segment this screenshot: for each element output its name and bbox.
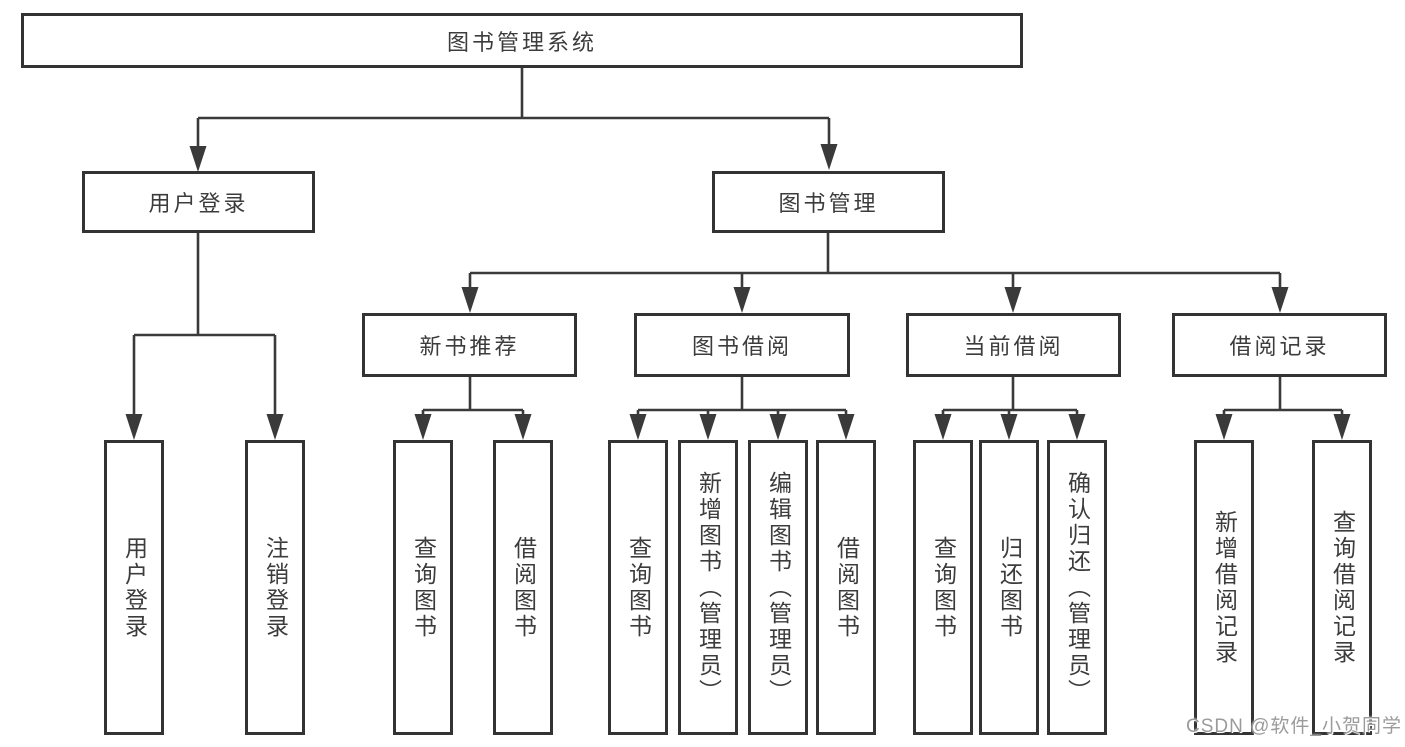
leaf-add-book-admin: 新增图书（管理员） <box>678 440 738 735</box>
leaf-user-login: 用户登录 <box>104 440 164 735</box>
node-current-borrowing: 当前借阅 <box>906 313 1121 377</box>
leaf-confirm-return-admin: 确认归还（管理员） <box>1047 440 1107 735</box>
connector-current-borrow-to-leaves <box>934 377 1086 440</box>
leaf-add-borrow-record: 新增借阅记录 <box>1194 440 1254 735</box>
leaf-query-books-current: 查询图书 <box>913 440 973 735</box>
node-book-borrowing: 图书借阅 <box>634 313 850 377</box>
leaf-borrow-books-recommend: 借阅图书 <box>493 440 553 735</box>
csdn-watermark: CSDN @软件_小贺同学 <box>1186 716 1402 737</box>
node-user-login: 用户登录 <box>82 171 315 233</box>
connector-book-mgmt-to-level3 <box>461 233 1289 313</box>
leaf-query-books-recommend: 查询图书 <box>393 440 453 735</box>
connector-user-login-to-leaves <box>125 233 284 440</box>
connector-root-to-level2 <box>189 68 838 172</box>
node-new-book-recommendation: 新书推荐 <box>362 313 577 377</box>
leaf-borrow-books: 借阅图书 <box>816 440 876 735</box>
connector-borrow-records-to-leaves <box>1215 377 1351 440</box>
leaf-edit-book-admin: 编辑图书（管理员） <box>748 440 808 735</box>
leaf-query-books-borrowing: 查询图书 <box>608 440 668 735</box>
leaf-query-borrow-record: 查询借阅记录 <box>1312 440 1372 735</box>
node-library-system: 图书管理系统 <box>21 13 1023 68</box>
connector-book-borrow-to-leaves <box>629 377 855 440</box>
node-borrowing-records: 借阅记录 <box>1172 313 1387 377</box>
leaf-logout: 注销登录 <box>245 440 305 735</box>
node-book-management: 图书管理 <box>712 171 945 233</box>
connector-new-book-rec-to-leaves <box>414 377 532 440</box>
leaf-return-book: 归还图书 <box>979 440 1039 735</box>
